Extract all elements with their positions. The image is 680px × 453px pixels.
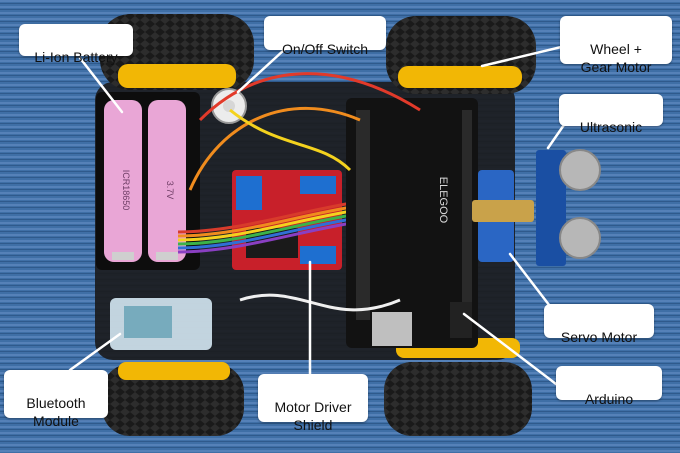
wire-orange bbox=[188, 106, 361, 191]
callout-li-ion-battery: Li-Ion Battery bbox=[19, 24, 133, 65]
wire-white bbox=[239, 293, 401, 312]
battery-print-2: 3.7V bbox=[165, 181, 175, 200]
callout-label: Motor Driver Shield bbox=[274, 399, 352, 433]
callout-ultrasonic: Ultrasonic bbox=[559, 94, 663, 135]
callout-arduino: Arduino bbox=[556, 366, 662, 407]
callout-motor-driver-shield: Motor Driver Shield bbox=[258, 374, 368, 433]
servo-motor bbox=[472, 170, 534, 262]
callout-on-off-switch: On/Off Switch bbox=[264, 16, 386, 57]
wire-yellow bbox=[229, 108, 352, 172]
callout-servo-motor: Servo Motor bbox=[544, 304, 654, 345]
bluetooth-module bbox=[110, 298, 212, 350]
callout-label: Wheel + Gear Motor bbox=[580, 41, 652, 75]
wheel-rear-left bbox=[102, 362, 244, 436]
callout-bluetooth-module: Bluetooth Module bbox=[4, 370, 108, 429]
wheel-front-left bbox=[100, 14, 254, 90]
arduino-brand-print: ELEGOO bbox=[437, 177, 449, 224]
callout-label: Arduino bbox=[584, 391, 634, 407]
ribbon-cable bbox=[177, 198, 371, 254]
wheel-rear-right bbox=[384, 338, 532, 436]
arduino-board: ELEGOO bbox=[346, 98, 478, 348]
callout-label: On/Off Switch bbox=[281, 41, 369, 57]
wheel-front-right bbox=[386, 16, 536, 94]
callout-label: Bluetooth Module bbox=[26, 395, 86, 429]
battery-pack: ICR18650 3.7V bbox=[96, 92, 200, 270]
ultrasonic-sensor bbox=[536, 149, 601, 266]
callout-label: Li-Ion Battery bbox=[34, 49, 118, 65]
callout-label: Servo Motor bbox=[560, 329, 638, 345]
battery-print-1: ICR18650 bbox=[121, 170, 131, 211]
wire-red bbox=[198, 72, 421, 122]
callout-label: Ultrasonic bbox=[579, 119, 643, 135]
callout-wheel-gear-motor: Wheel + Gear Motor bbox=[560, 16, 672, 75]
